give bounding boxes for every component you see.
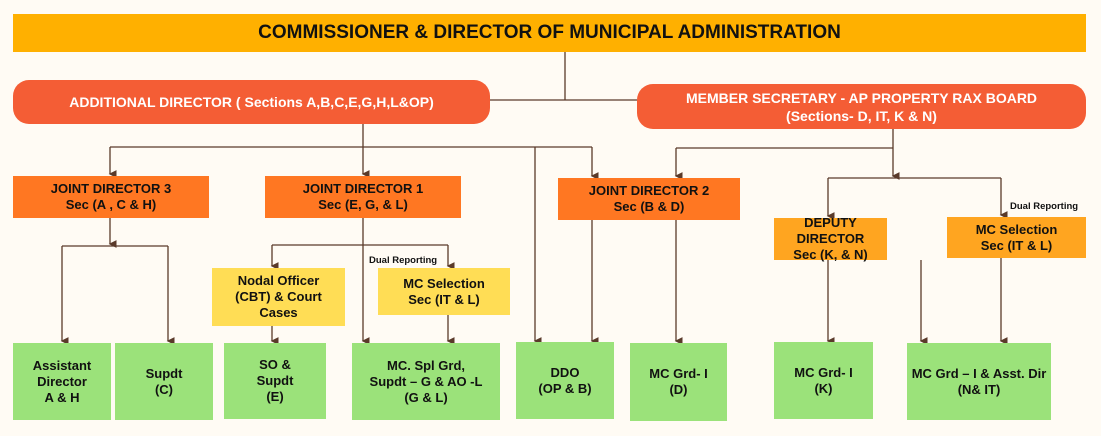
label-line: (OP & B) [538,380,592,396]
mc-selection-jd1-box: MC Selection Sec (IT & L) [378,268,510,315]
leaf-box: MC Grd – I & Asst. Dir (N& IT) [907,343,1051,420]
label-line: MC Grd – I & Asst. Dir [911,365,1047,381]
label-line: Sec (A , C & H) [65,197,157,212]
leaf-box: MC Grd- I (D) [630,343,727,421]
label-line: (Sections- D, IT, K & N) [786,107,937,124]
dual-reporting-note: Dual Reporting [369,255,438,266]
label-line: (N& IT) [957,381,1001,397]
label-line: JOINT DIRECTOR 1 [302,181,424,196]
label-line: Sec (E, G, & L) [318,197,408,212]
leaf-box: DDO (OP & B) [516,342,614,419]
joint-director-2-box: JOINT DIRECTOR 2 Sec (B & D) [558,178,740,220]
label-line: JOINT DIRECTOR 2 [588,183,710,198]
label-line: (K) [814,380,833,396]
label-line: (E) [266,389,284,404]
deputy-director-box: DEPUTY DIRECTOR Sec (K, & N) [774,215,887,262]
joint-director-1-box: JOINT DIRECTOR 1 Sec (E, G, & L) [265,176,461,218]
leaf-box: MC Grd- I (K) [774,342,873,419]
label-line: Sec (B & D) [613,199,685,214]
label-line: Supdt [145,365,183,381]
label-line: SO & [259,357,291,372]
label-line: (G & L) [404,389,448,405]
label-line: (C) [154,381,174,397]
label-line: Sec (K, & N) [793,247,868,262]
leaf-box: SO & Supdt (E) [224,343,326,419]
joint-director-3-box: JOINT DIRECTOR 3 Sec (A , C & H) [13,176,209,218]
label-line: Assistant [32,357,92,373]
label-line: MC Selection [975,221,1058,237]
label-line: Director [37,373,87,389]
label-line: MC Grd- I [649,366,708,381]
label-line: Cases [259,305,298,320]
label-line: JOINT DIRECTOR 3 [50,181,172,196]
leaf-box: Assistant Director A & H [13,343,111,420]
leaf-box: Supdt (C) [115,343,213,420]
commissioner-label: COMMISSIONER & DIRECTOR OF MUNICIPAL ADM… [258,22,841,43]
label-line: Sec (IT & L) [408,291,480,307]
label-line: Supdt [256,373,294,388]
label-line: MC. Spl Grd, [387,357,465,373]
dual-reporting-note: Dual Reporting [1010,201,1079,212]
additional-director-label: ADDITIONAL DIRECTOR ( Sections A,B,C,E,G… [69,94,434,110]
label-line: (CBT) & Court [235,289,322,304]
label-line: MC Selection [403,275,485,291]
leaf-box: MC. Spl Grd, Supdt – G & AO -L (G & L) [352,343,500,420]
label-line: MEMBER SECRETARY - AP PROPERTY RAX BOARD [685,89,1038,106]
additional-director-box: ADDITIONAL DIRECTOR ( Sections A,B,C,E,G… [13,80,490,124]
label-line: A & H [44,389,80,405]
mc-selection-right-box: MC Selection Sec (IT & L) [947,217,1086,258]
label-line: Nodal Officer [237,273,320,288]
label-line: (D) [669,382,688,397]
nodal-officer-box: Nodal Officer (CBT) & Court Cases [212,268,345,326]
label-line: Supdt – G & AO -L [369,373,483,389]
label-line: DEPUTY DIRECTOR [796,215,865,246]
label-line: MC Grd- I [794,364,853,380]
label-line: Sec (IT & L) [980,237,1053,253]
label-line: DDO [550,364,580,380]
member-secretary-box: MEMBER SECRETARY - AP PROPERTY RAX BOARD… [637,84,1086,129]
commissioner-box: COMMISSIONER & DIRECTOR OF MUNICIPAL ADM… [13,14,1086,52]
